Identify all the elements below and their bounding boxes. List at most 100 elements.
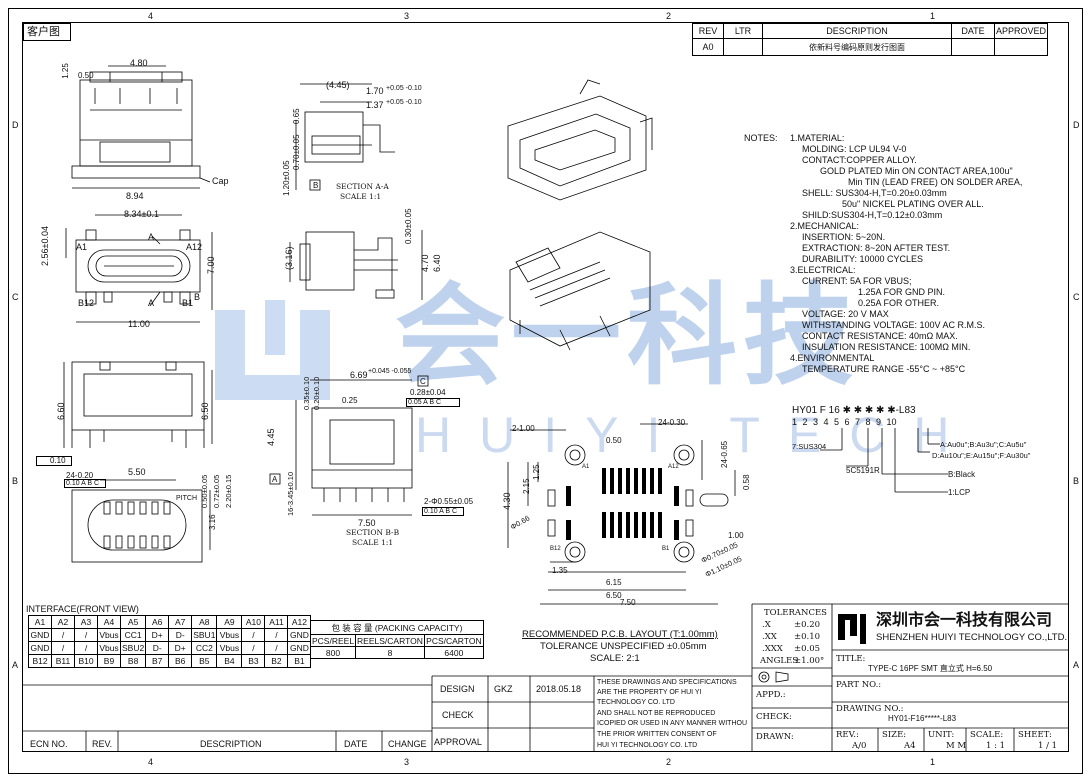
pcb-dim-1-25: 1.25: [532, 464, 541, 480]
interface-cell: Vbus: [97, 641, 121, 655]
watermark-english: HUIYI TECH: [415, 407, 978, 463]
grid-row-b-right: B: [1073, 476, 1080, 486]
interface-cell: A4: [97, 615, 121, 629]
legal-line-4: AND SHALL NOT BE REPRODUCED: [597, 710, 716, 717]
section-aa-datum-b: B: [313, 181, 319, 190]
section-bb-position-tol-2: 0.10 A B C: [424, 508, 458, 515]
grid-row-c-right: C: [1073, 292, 1080, 302]
pcb-pin-a12: A12: [668, 464, 679, 470]
interface-cell: /: [51, 628, 75, 642]
bottom-view-pitch-label: PITCH: [176, 495, 197, 502]
company-name-cn: 深圳市会一科技有限公司: [876, 612, 1053, 629]
interface-cell: /: [241, 641, 266, 655]
packing-header-pcs-carton: PCS/CARTON: [423, 634, 484, 647]
note-line-18: WITHSTANDING VOLTAGE: 100V AC R.M.S.: [802, 320, 986, 330]
legal-line-6: THE PRIOR WRITTEN CONSENT OF: [597, 731, 717, 738]
legal-line-1: THESE DRAWINGS AND SPECIFICATIONS: [597, 679, 737, 686]
grid-col-4-bottom: 4: [148, 757, 154, 767]
bottom-view-dim-3-16: 3.16: [208, 514, 217, 530]
tol-xxx-value: ±0.05: [794, 644, 821, 654]
size-value: A4: [904, 741, 916, 751]
bottom-view-dim-2-20: 2.20±0.15: [224, 474, 233, 508]
front-view-dim-2-56: 2.56±0.04: [40, 226, 50, 266]
interface-cell: B7: [145, 654, 170, 668]
pcb-dim-4-30: 4.30: [502, 492, 512, 510]
section-bb-dim-6-69-tol: +0.045 -0.055: [368, 368, 412, 375]
bottom-view-dim-24-0-20: 24-0.20: [66, 471, 94, 480]
section-aa-dim-1-70: 1.70: [366, 86, 384, 96]
interface-cell: A11: [264, 615, 289, 629]
section-aa-dim-1-20: 1.20±0.05: [282, 160, 291, 196]
interface-cell: A9: [216, 615, 243, 629]
interface-cell: A8: [191, 615, 218, 629]
legal-line-7: HUI YI TECHNOLOGY CO. LTD: [597, 742, 698, 749]
interface-cell: A10: [241, 615, 266, 629]
unit-label: UNIT:: [928, 730, 955, 740]
bottom-view-dim-0-50: 0.50±0.05: [200, 474, 209, 508]
packing-value-pcs-carton: 6400: [423, 646, 484, 659]
drawing-inner-frame: [22, 22, 1069, 752]
watermark-chinese: 会一科技: [395, 275, 859, 398]
interface-cell: D+: [168, 641, 193, 655]
packing-value-reels-carton: 8: [355, 646, 425, 659]
section-bb-dim-0-20: 0.20±0.10: [312, 376, 321, 410]
legal-line-2: ARE THE PROPERTY OF HUI YI: [597, 689, 702, 696]
check-label: CHECK:: [756, 712, 792, 722]
tol-x-label: .X: [762, 620, 771, 630]
rev-description: 依新料号编码原则发行图面: [762, 38, 952, 56]
note-line-10: INSERTION: 5~20N.: [802, 232, 886, 242]
sheet-label: SHEET:: [1018, 730, 1052, 740]
front-view-pin-b1: B1: [182, 298, 194, 308]
pcb-dim-0-58: 0.58: [742, 474, 751, 490]
ecn-no-label: ECN NO.: [30, 739, 68, 749]
packing-header-pcs-reel: PCS/REEL: [309, 634, 357, 647]
drawing-no: HY01-F16*****-L83: [888, 714, 957, 723]
drawing-no-label: DRAWING NO.:: [836, 704, 904, 714]
pcb-dim-7-50: 7.50: [620, 598, 636, 607]
note-line-4: GOLD PLATED Min ON CONTACT AREA,100u": [820, 166, 1013, 176]
part-code-lcp: 1:LCP: [948, 488, 971, 497]
section-bb-dim-16-3-45: 16-3.45±0.10: [286, 471, 295, 516]
tol-x-value: ±0.20: [794, 620, 821, 630]
top-view-dim-4-80: 4.80: [130, 58, 148, 68]
grid-row-b-left: B: [12, 476, 19, 486]
note-line-12: DURABILITY: 10000 CYCLES: [802, 254, 924, 264]
interface-cell: B5: [191, 654, 218, 668]
grid-row-d-right: D: [1073, 120, 1080, 130]
interface-cell: A5: [119, 615, 147, 629]
part-no-label: PART NO.:: [836, 680, 882, 690]
section-aa-dim-4-45: (4.45): [326, 80, 350, 90]
bottom-view-position-tol: 0.10 A B C: [66, 480, 100, 487]
side-view-dim-3-16: (3.16): [284, 246, 294, 270]
interface-cell: /: [51, 641, 75, 655]
interface-cell: A3: [74, 615, 98, 629]
interface-cell: Vbus: [216, 641, 243, 655]
interface-cell: B12: [28, 654, 52, 668]
front-view-pin-a12: A12: [186, 242, 203, 252]
signoff-check-label: CHECK: [442, 710, 474, 720]
front-view-section-a-bottom: A: [148, 298, 155, 308]
note-line-22: TEMPERATURE RANGE -55°C ~ +85°C: [802, 364, 966, 374]
grid-col-3-bottom: 3: [404, 757, 410, 767]
grid-col-2-bottom: 2: [666, 757, 672, 767]
pcb-pin-b1: B1: [662, 546, 670, 552]
interface-cell: A7: [168, 615, 193, 629]
grid-col-2-top: 2: [666, 11, 672, 21]
interface-cell: B3: [241, 654, 266, 668]
drawing-title: TYPE-C 16PF SMT 直立式 H=6.50: [868, 664, 993, 673]
interface-cell: B4: [216, 654, 243, 668]
section-aa-title: SECTION A-A: [336, 182, 389, 191]
company-name-en: SHENZHEN HUIYI TECHNOLOGY CO.,LTD.: [876, 632, 1068, 643]
pcb-layout-title: RECOMMENDED P.C.B. LAYOUT (T:1.00mm): [522, 629, 718, 640]
tol-xxx-label: .XXX: [762, 644, 783, 654]
pcb-tolerance: TOLERANCE UNSPECIFIED ±0.05mm: [540, 641, 707, 652]
section-bb-dim-7-50: 7.50: [358, 518, 376, 528]
tol-angles-label: ANGLES: [760, 656, 799, 666]
interface-cell: B1: [287, 654, 312, 668]
interface-cell: CC1: [119, 628, 147, 642]
rear-view-dim-6-50: 6.50: [200, 402, 210, 420]
rev-label-title: REV.:: [836, 730, 859, 740]
section-bb-dim-0-28: 0.28±0.04: [410, 388, 446, 397]
interface-cell: /: [74, 641, 98, 655]
